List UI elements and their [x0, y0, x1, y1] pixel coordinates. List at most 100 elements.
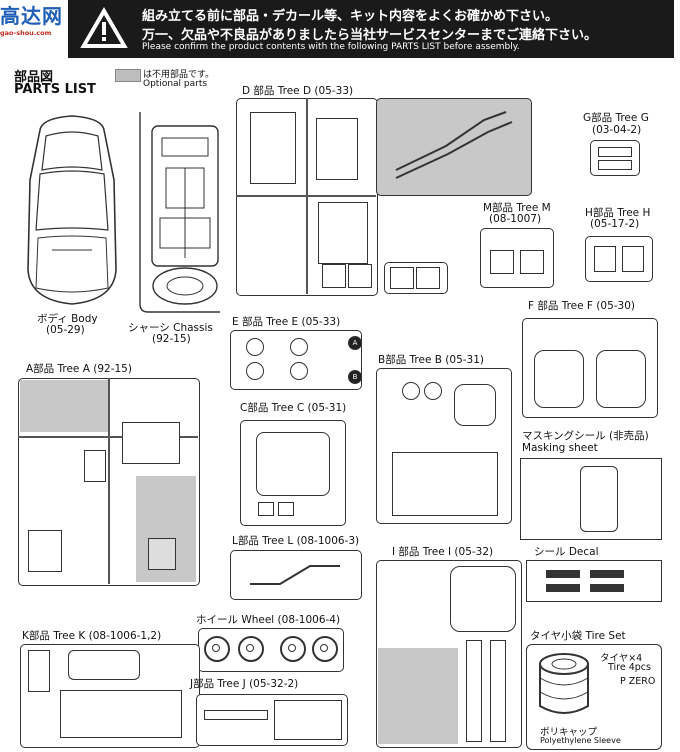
- tire-stack-icon: [539, 653, 589, 714]
- tree-e-part: [246, 362, 264, 380]
- callout-b: B: [348, 370, 362, 384]
- sleeve-label-jp: ポリキャップ: [540, 727, 598, 738]
- tree-b-part: [454, 384, 496, 426]
- tree-c-label: C部品 Tree C (05-31): [240, 402, 347, 414]
- tree-g-frame: [590, 140, 640, 176]
- wheel-part: [280, 636, 306, 662]
- tree-d-runner-v: [306, 98, 308, 294]
- callout-a: A: [348, 336, 362, 350]
- body-drawing: [27, 115, 117, 305]
- tree-h-code: (05-17-2): [590, 218, 640, 230]
- tree-a-runner-v: [108, 378, 110, 584]
- masking-shape: [580, 466, 618, 532]
- tree-i-optional: [378, 648, 458, 744]
- exhaust-drawing: [395, 111, 513, 179]
- logo-url: gao-shou.com: [0, 29, 52, 37]
- tree-b-label: B部品 Tree B (05-31): [378, 354, 484, 366]
- tree-d-part: [250, 112, 296, 184]
- tree-l-rod: [250, 565, 340, 585]
- tree-d-part: [416, 267, 440, 289]
- tree-m-part: [490, 250, 514, 274]
- tree-d-part: [318, 202, 368, 264]
- tree-a-optional: [20, 380, 108, 432]
- tree-a-part: [28, 530, 62, 572]
- tree-g-part: [598, 147, 632, 157]
- tree-d-part: [348, 264, 372, 288]
- warning-banner: [68, 0, 674, 58]
- tree-g-part: [598, 160, 632, 170]
- tree-k-part: [28, 650, 50, 692]
- tree-k-part: [60, 690, 182, 738]
- tree-c-part: [278, 502, 294, 516]
- banner-line-3: Please confirm the product contents with…: [142, 42, 520, 52]
- tree-b-part: [402, 382, 420, 400]
- body-code: (05-29): [46, 324, 85, 336]
- decal-stripe: [590, 584, 624, 592]
- body-label: ボディ Body: [37, 313, 98, 325]
- optional-note-jp: は不用部品です。: [143, 70, 215, 80]
- tree-d-part: [316, 118, 358, 180]
- decal-stripe: [546, 570, 580, 578]
- chassis-drawing: [139, 112, 220, 313]
- optional-swatch: [115, 69, 141, 82]
- banner-line-2: 万一、欠品や不良品がありましたら当社サービスセンターまでご連絡下さい。: [142, 28, 598, 43]
- tree-a-part: [84, 450, 106, 482]
- tree-e-part: [290, 362, 308, 380]
- tree-d-optional-exhaust: [376, 98, 532, 196]
- tree-c-part: [258, 502, 274, 516]
- chassis-code: (92-15): [152, 333, 191, 345]
- tire-brand: P ZERO: [620, 676, 656, 687]
- tree-e-label: E 部品 Tree E (05-33): [232, 316, 341, 328]
- masking-label-en: Masking sheet: [522, 442, 598, 454]
- parts-list-title-en: PARTS LIST: [14, 82, 96, 97]
- tree-m-part: [520, 250, 544, 274]
- tree-k-label: K部品 Tree K (08-1006-1,2): [22, 630, 162, 642]
- tree-e-part: [246, 338, 264, 356]
- wheel-label: ホイール Wheel (08-1006-4): [196, 614, 341, 626]
- tire-label-jp: タイヤ×4: [600, 653, 643, 664]
- decal-sheet: [526, 560, 662, 602]
- tree-f-part: [534, 350, 584, 408]
- tree-e-part: [290, 338, 308, 356]
- decal-stripe: [590, 570, 624, 578]
- optional-note-en: Optional parts: [143, 79, 208, 89]
- wheel-part: [238, 636, 264, 662]
- site-logo: 高达网 gao-shou.com: [0, 0, 66, 40]
- decal-label: シール Decal: [534, 546, 599, 558]
- warning-icon: [80, 7, 128, 48]
- logo-text: 高达网: [0, 4, 63, 28]
- tree-m-code: (08-1007): [489, 213, 542, 225]
- tree-b-part: [392, 452, 498, 516]
- tree-d-part: [390, 267, 414, 289]
- tree-f-part: [596, 350, 646, 408]
- tree-d-label: D 部品 Tree D (05-33): [242, 85, 354, 97]
- tree-f-label: F 部品 Tree F (05-30): [528, 300, 636, 312]
- tree-g-label: G部品 Tree G: [583, 112, 649, 124]
- tire-label-en: Tire 4pcs: [608, 662, 651, 673]
- tree-i-part: [490, 640, 506, 742]
- wheel-part: [312, 636, 338, 662]
- tree-j-part: [204, 710, 268, 720]
- sleeve-label-en: Polyethylene Sleeve: [540, 736, 621, 745]
- tree-a-part: [148, 538, 176, 570]
- banner-line-1: 組み立てる前に部品・デカール等、キット内容をよくお確かめ下さい。: [142, 9, 559, 24]
- tree-h-part: [594, 246, 616, 272]
- decal-stripe: [546, 584, 580, 592]
- tree-g-code: (03-04-2): [592, 124, 642, 136]
- tree-i-part: [466, 640, 482, 742]
- wheel-part: [204, 636, 230, 662]
- tree-a-label: A部品 Tree A (92-15): [26, 363, 132, 375]
- tree-m-label: M部品 Tree M: [483, 202, 551, 214]
- masking-label: マスキングシール (非売品): [522, 430, 649, 442]
- tree-c-part: [256, 432, 330, 496]
- parts-list-title-jp: 部品図: [14, 70, 54, 85]
- tree-h-part: [622, 246, 644, 272]
- tree-l-label: L部品 Tree L (08-1006-3): [232, 535, 360, 547]
- tree-b-part: [424, 382, 442, 400]
- tree-j-label: J部品 Tree J (05-32-2): [190, 678, 299, 690]
- tree-k-part: [68, 650, 140, 680]
- chassis-label: シャーシ Chassis: [128, 322, 213, 334]
- tree-d-part: [322, 264, 346, 288]
- tire-set-label: タイヤ小袋 Tire Set: [530, 630, 626, 642]
- tree-a-part: [122, 422, 180, 464]
